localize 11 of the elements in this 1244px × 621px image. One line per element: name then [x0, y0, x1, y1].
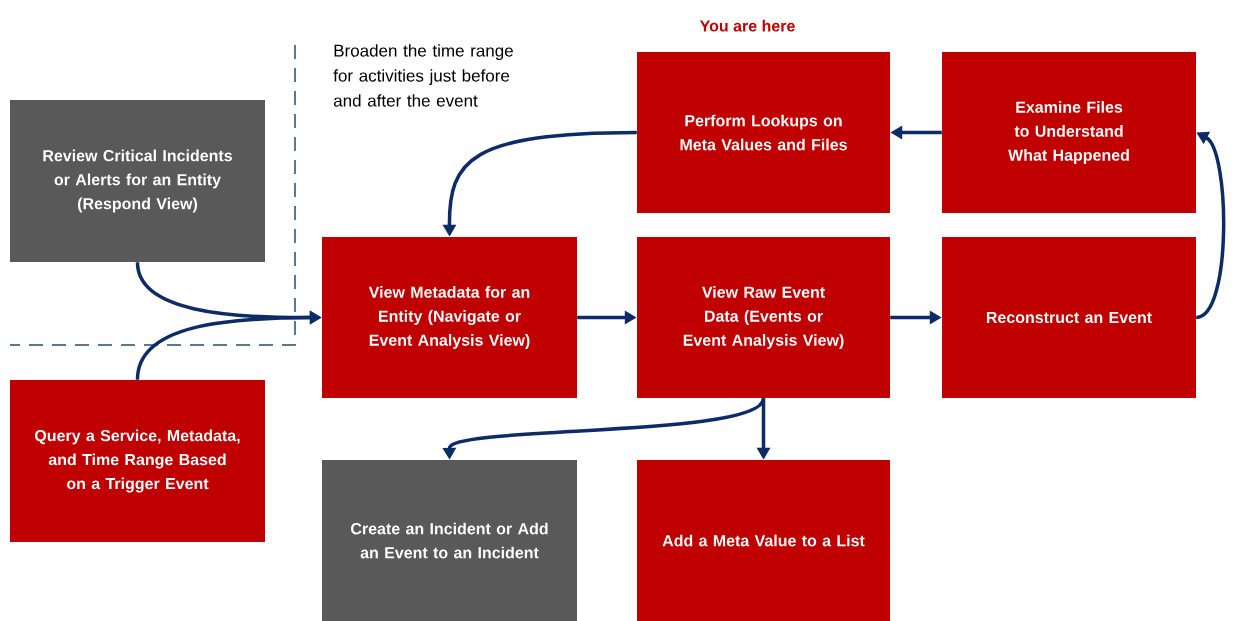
process-box: Examine Files to Understand What Happened [942, 52, 1196, 213]
process-box: Create an Incident or Add an Event to an Incident [322, 460, 577, 621]
process-box: Query a Service, Metadata, and Time Range Based on a Trigger Event [10, 380, 265, 542]
process-box: View Metadata for an Entity (Navigate or Event Analysis View) [322, 237, 577, 398]
callout-text: You are here [699, 19, 795, 32]
process-box: View Raw Event Data (Events or Event Analysis View) [637, 237, 890, 398]
note-text: Broaden the time range for activities just before and after the event [333, 44, 513, 107]
process-box: Review Critical Incidents or Alerts for an Entity (Respond View) [10, 100, 265, 262]
process-box: Add a Meta Value to a List [637, 460, 890, 621]
process-box: Reconstruct an Event [942, 237, 1196, 398]
process-box: Perform Lookups on Meta Values and Files [637, 52, 890, 213]
